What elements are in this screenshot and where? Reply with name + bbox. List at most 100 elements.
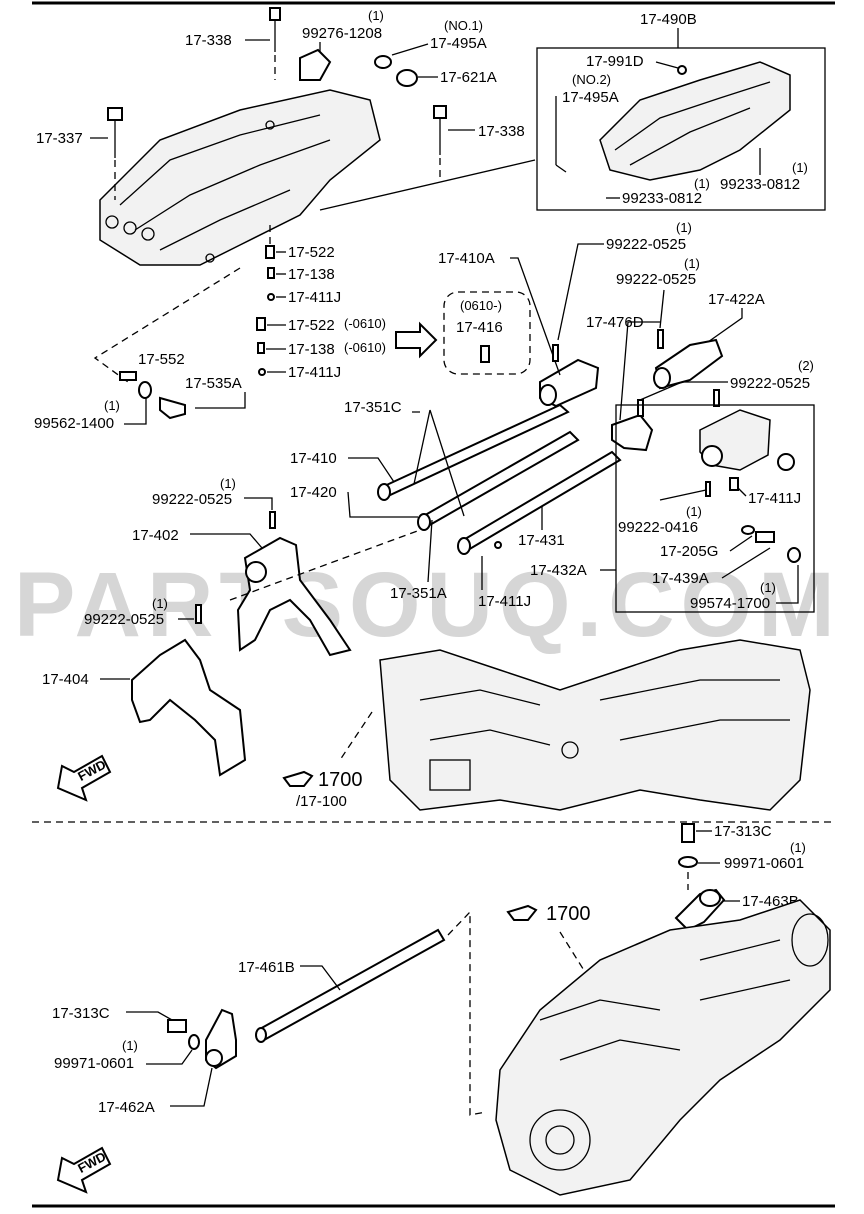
label-17-313C-top: 17-313C bbox=[714, 823, 772, 840]
label-17-351A: 17-351A bbox=[390, 585, 447, 602]
bolt-17-337 bbox=[107, 107, 123, 158]
label-99971-0601-a: 99971-0601 bbox=[724, 855, 804, 872]
label-17-552: 17-552 bbox=[138, 351, 185, 368]
label-17-138-b: 17-138 bbox=[288, 341, 335, 358]
qty-99971a: (1) bbox=[790, 840, 806, 855]
label-17-462A: 17-462A bbox=[98, 1099, 155, 1116]
qty-99276: (1) bbox=[368, 8, 384, 23]
shift-rod-17-410 bbox=[377, 403, 570, 501]
qty-99971b: (1) bbox=[122, 1038, 138, 1053]
qty-99233a: (1) bbox=[694, 176, 710, 191]
plug-17-535A bbox=[159, 396, 186, 420]
qty-99222e: (1) bbox=[686, 504, 702, 519]
label-17-313C-low: 17-313C bbox=[52, 1005, 110, 1022]
label-99222-0525-a: 99222-0525 bbox=[606, 236, 686, 253]
label-17-621A: 17-621A bbox=[440, 69, 497, 86]
label-17-439A: 17-439A bbox=[652, 570, 709, 587]
transmission-case-lower bbox=[495, 899, 831, 1196]
label-17-338-top: 17-338 bbox=[185, 32, 232, 49]
label-99222-0525-d: 99222-0525 bbox=[152, 491, 232, 508]
label-17-411J-c: 17-411J bbox=[478, 593, 531, 610]
label-17-337: 17-337 bbox=[36, 130, 83, 147]
label-17-411J-d: 17-411J bbox=[748, 490, 801, 507]
label-17-205G: 17-205G bbox=[660, 543, 718, 560]
label-17-495A-box: 17-495A bbox=[562, 89, 619, 106]
label-17-338-mid: 17-338 bbox=[478, 123, 525, 140]
label-17-522-b: 17-522 bbox=[288, 317, 335, 334]
label-99222-0525-c: 99222-0525 bbox=[730, 375, 810, 392]
washer-99562-1400 bbox=[138, 381, 152, 399]
inset-box-17-432A bbox=[615, 404, 815, 613]
label-17-420: 17-420 bbox=[290, 484, 337, 501]
shift-tower-cover bbox=[99, 89, 381, 266]
arrow-right-icon bbox=[395, 321, 438, 359]
label-17-490B: 17-490B bbox=[640, 11, 697, 28]
ball-17-411J-a bbox=[267, 293, 275, 301]
pointer-hand-icon-a bbox=[282, 770, 314, 787]
spring-17-522 bbox=[265, 245, 275, 259]
spring-17-552 bbox=[119, 371, 137, 381]
bolt-17-338-top bbox=[269, 7, 281, 52]
variant-box-17-416 bbox=[443, 291, 531, 375]
seal-17-621A bbox=[396, 69, 418, 87]
label-99222-0525-b: 99222-0525 bbox=[616, 271, 696, 288]
guide-17-476D bbox=[611, 413, 654, 452]
bracket-99276-1208 bbox=[299, 48, 332, 81]
label-99562-1400: 99562-1400 bbox=[34, 415, 114, 432]
fork-17-404 bbox=[131, 638, 247, 777]
inset-box-17-490B bbox=[536, 47, 826, 211]
label-17-476D: 17-476D bbox=[586, 314, 644, 331]
qty-99222a: (1) bbox=[676, 220, 692, 235]
label-17-402: 17-402 bbox=[132, 527, 179, 544]
shaft-17-461B bbox=[255, 928, 446, 1043]
seal-17-495A bbox=[374, 55, 392, 69]
label-17-410: 17-410 bbox=[290, 450, 337, 467]
label-99222-0416: 99222-0416 bbox=[618, 519, 698, 536]
label-0610-c: (0610-) bbox=[460, 298, 502, 313]
fwd-arrow-icon-bottom: FWD bbox=[56, 1146, 112, 1194]
shift-rod-17-431 bbox=[457, 450, 622, 555]
label-17-432A: 17-432A bbox=[530, 562, 587, 579]
ref-1700-a: 1700 bbox=[318, 769, 363, 791]
label-17-522: 17-522 bbox=[288, 244, 335, 261]
qty-99562: (1) bbox=[104, 398, 120, 413]
label-17-991D: 17-991D bbox=[586, 53, 644, 70]
qty-99222c: (2) bbox=[798, 358, 814, 373]
qty-99222d: (1) bbox=[220, 476, 236, 491]
label-no1: (NO.1) bbox=[444, 18, 483, 33]
label-17-416: 17-416 bbox=[456, 319, 503, 336]
label-99276-1208: 99276-1208 bbox=[302, 25, 382, 42]
label-17-411J-b: 17-411J bbox=[288, 364, 341, 381]
label-99233-0812-b: 99233-0812 bbox=[720, 176, 800, 193]
watermark: PARTSOUQ.COM bbox=[14, 554, 841, 656]
transmission-case-upper bbox=[379, 639, 811, 811]
bolt-17-313C-top bbox=[681, 823, 695, 843]
cover-assy-17-490B bbox=[599, 61, 791, 181]
label-17-410A: 17-410A bbox=[438, 250, 495, 267]
washer-99971-0601-low bbox=[188, 1034, 200, 1050]
qty-99222b: (1) bbox=[684, 256, 700, 271]
qty-99574: (1) bbox=[760, 580, 776, 595]
label-99222-0525-f: 99222-0525 bbox=[84, 611, 164, 628]
suffix-0610-b: (-0610) bbox=[344, 340, 386, 355]
label-17-351C: 17-351C bbox=[344, 399, 402, 416]
label-17-431: 17-431 bbox=[518, 532, 565, 549]
washer-99971-0601-top bbox=[678, 856, 698, 868]
suffix-0610-a: (-0610) bbox=[344, 316, 386, 331]
fork-17-402 bbox=[236, 536, 352, 657]
label-17-535A: 17-535A bbox=[185, 375, 242, 392]
label-99971-0601-b: 99971-0601 bbox=[54, 1055, 134, 1072]
label-17-404: 17-404 bbox=[42, 671, 89, 688]
label-17-411J-a: 17-411J bbox=[288, 289, 341, 306]
label-17-422A: 17-422A bbox=[708, 291, 765, 308]
label-17-138: 17-138 bbox=[288, 266, 335, 283]
label-17-461B: 17-461B bbox=[238, 959, 295, 976]
plunger-17-138 bbox=[267, 267, 275, 279]
label-99574-1700: 99574-1700 bbox=[690, 595, 770, 612]
label-99233-0812-a: 99233-0812 bbox=[622, 190, 702, 207]
qty-99233b: (1) bbox=[792, 160, 808, 175]
label-17-495A-top: 17-495A bbox=[430, 35, 487, 52]
label-no2: (NO.2) bbox=[572, 72, 611, 87]
qty-99222f: (1) bbox=[152, 596, 168, 611]
